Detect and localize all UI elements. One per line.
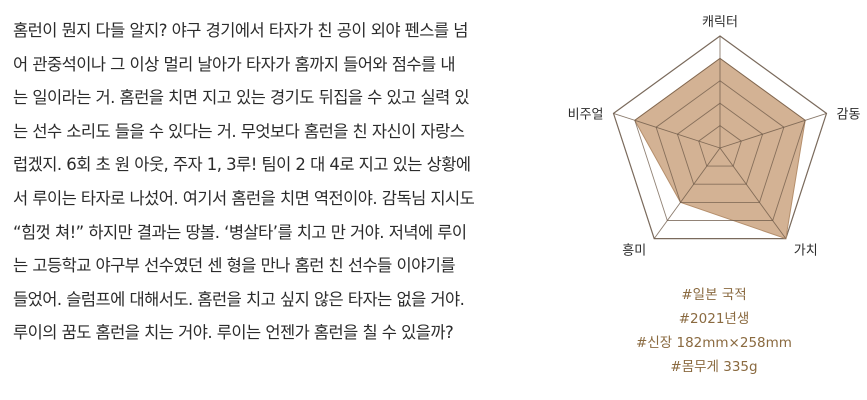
article-line: 홈런이 뭔지 다들 알지? 야구 경기에서 타자가 친 공이 외야 펜스를 넘 [13,21,468,40]
article-line: 럽겠지. 6회 초 원 아웃, 주자 1, 3루! 팀이 2 대 4로 지고 있… [13,155,471,175]
radar-axis-label: 가치 [794,244,818,259]
article-line: 서 루이는 타자로 나섰어. 여기서 홈런을 치면 역전이야. 감독님 지시도 [13,188,475,208]
meta-year: #2021년생 [678,311,750,327]
radar-axis-label: 감동 [837,107,861,122]
article-line: 들었어. 슬럼프에 대해서도. 홈런을 치고 싶지 않은 타자는 없을 거야. [13,289,465,309]
radar-axis-label: 캐릭터 [702,15,738,30]
article-body: 홈런이 뭔지 다들 알지? 야구 경기에서 타자가 친 공이 외야 펜스를 넘 … [13,14,558,350]
radar-grid-ring-overlay [698,125,742,167]
article-line: 는 선수 소리도 들을 수 있다는 거. 무엇보다 홈런을 친 자신이 자랑스 [13,121,465,141]
radar-spoke [719,147,787,239]
meta-weight: #몸무게 335g [670,359,758,375]
meta-nationality: #일본 국적 [681,287,747,303]
article-line: “힘껏 쳐!” 하지만 결과는 땅볼. ‘병살타’를 치고 만 거야. 저녁에 … [13,222,467,242]
article-line: 어 관중석이나 그 이상 멀리 날아가 타자가 홈까지 들어와 점수를 내 [13,54,456,74]
article-line: 루이의 꿈도 홈런을 치는 거야. 루이는 언젠가 홈런을 칠 수 있을까? [13,323,454,343]
radar-grid-ring-overlay [676,102,764,185]
radar-spoke [653,147,721,239]
radar-grid-ring-overlay [634,57,806,221]
book-meta: #일본 국적 #2021년생 #신장 182mm×258mm #몸무게 335g [600,283,828,379]
meta-size: #신장 182mm×258mm [636,335,792,351]
radar-axis-label: 비주얼 [568,107,604,122]
radar-axis-label: 흥미 [622,244,646,259]
radar-spoke [719,112,827,149]
radar-spoke [613,112,721,149]
radar-grid-ring-overlay [655,80,785,203]
article-line: 는 일이라는 거. 홈런을 치면 지고 있는 경기도 뒤집을 수 있고 실력 있 [13,88,470,108]
article-line: 는 고등학교 야구부 선수였던 센 형을 만나 홈런 친 선수들 이야기를 [13,256,456,276]
